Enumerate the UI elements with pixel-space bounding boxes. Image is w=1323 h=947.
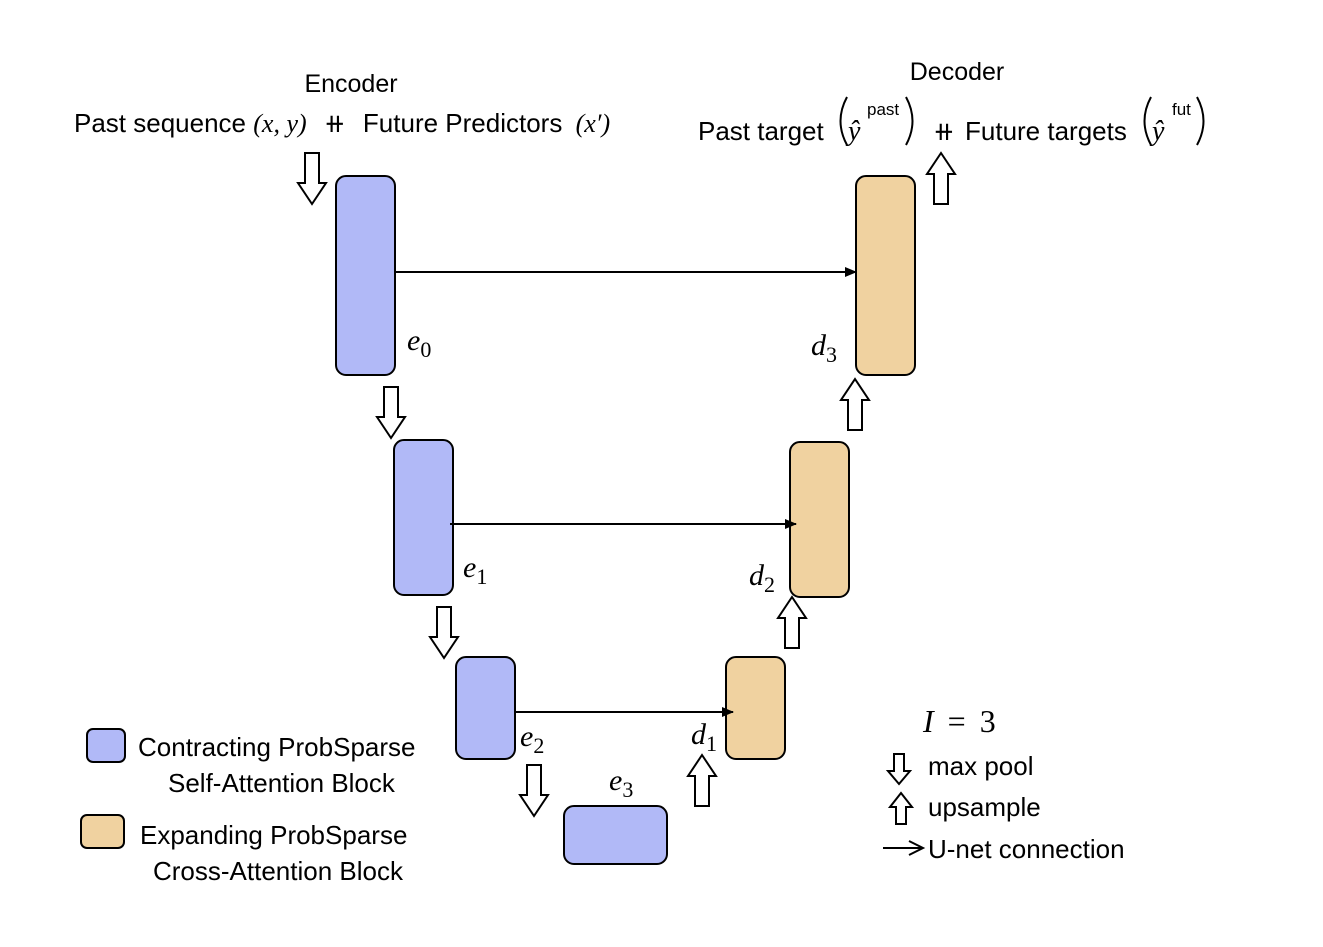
encoder-input-past: Past sequence: [74, 108, 246, 138]
levels-equation: I=3: [922, 703, 996, 739]
encoder-input-future-vars: (x′): [576, 109, 611, 138]
paren-left-icon: [839, 96, 848, 146]
paren-right-icon: [1196, 96, 1205, 146]
upsample-arrow-icon: [925, 151, 957, 205]
encoder-block-e1: [393, 439, 454, 596]
y-hat-past: ŷ: [845, 116, 861, 147]
legend-upsample-label: upsample: [928, 792, 1041, 822]
encoder-block-e2: [455, 656, 516, 760]
encoder-block-e0: [335, 175, 396, 376]
decoder-fut-sup: fut: [1172, 100, 1191, 119]
label-e3: e3: [609, 764, 633, 802]
legend-max-pool-icon: [885, 753, 913, 786]
upsample-arrow-icon: [839, 377, 871, 431]
paren-right-icon: [905, 96, 914, 146]
upsample-arrow-icon: [776, 595, 808, 649]
legend-expanding-line2: Cross-Attention Block: [153, 856, 404, 886]
label-e2: e2: [520, 720, 544, 758]
decoder-concat-symbol: ⧺: [933, 116, 955, 146]
legend-expanding-swatch: [80, 814, 125, 849]
y-hat-fut: ŷ: [1149, 116, 1165, 147]
max-pool-arrow-icon: [296, 152, 328, 206]
max-pool-arrow-icon: [375, 386, 407, 440]
encoder-concat-symbol: ⧺: [324, 108, 346, 138]
label-e1: e1: [463, 551, 487, 589]
legend-upsample-icon: [887, 791, 915, 825]
legend-contracting-line1: Contracting ProbSparse: [138, 732, 415, 762]
encoder-title: Encoder: [304, 70, 397, 98]
decoder-block-d3: [855, 175, 916, 376]
encoder-block-e3: [563, 805, 668, 865]
legend-unet-label: U-net connection: [928, 834, 1125, 864]
max-pool-arrow-icon: [428, 606, 460, 660]
encoder-input-line: Past sequence (x, y) ⧺ Future Predictors…: [74, 108, 610, 138]
paren-left-icon: [1143, 96, 1152, 146]
legend-max-pool-label: max pool: [928, 751, 1034, 781]
max-pool-arrow-icon: [518, 764, 550, 818]
label-d1: d1: [691, 718, 717, 756]
encoder-input-future: Future Predictors: [363, 108, 562, 138]
decoder-block-d2: [789, 441, 850, 598]
legend-contracting-swatch: [86, 728, 126, 763]
decoder-output-line: Past target ŷ past ⧺ Future targets ŷ fu…: [698, 96, 1205, 147]
legend-expanding-line1: Expanding ProbSparse: [140, 820, 407, 850]
decoder-block-d1: [725, 656, 786, 760]
decoder-future-targets: Future targets: [965, 116, 1127, 146]
decoder-past-target: Past target: [698, 116, 825, 146]
label-d3: d3: [811, 329, 837, 367]
decoder-title: Decoder: [910, 58, 1005, 86]
label-d2: d2: [749, 559, 775, 597]
encoder-input-past-vars: (x, y): [253, 109, 306, 138]
label-e0: e0: [407, 324, 431, 362]
legend-contracting-line2: Self-Attention Block: [168, 768, 396, 798]
legend-unet-arrowhead-icon: [908, 840, 926, 856]
decoder-past-sup: past: [867, 100, 899, 119]
upsample-arrow-icon: [686, 753, 718, 807]
